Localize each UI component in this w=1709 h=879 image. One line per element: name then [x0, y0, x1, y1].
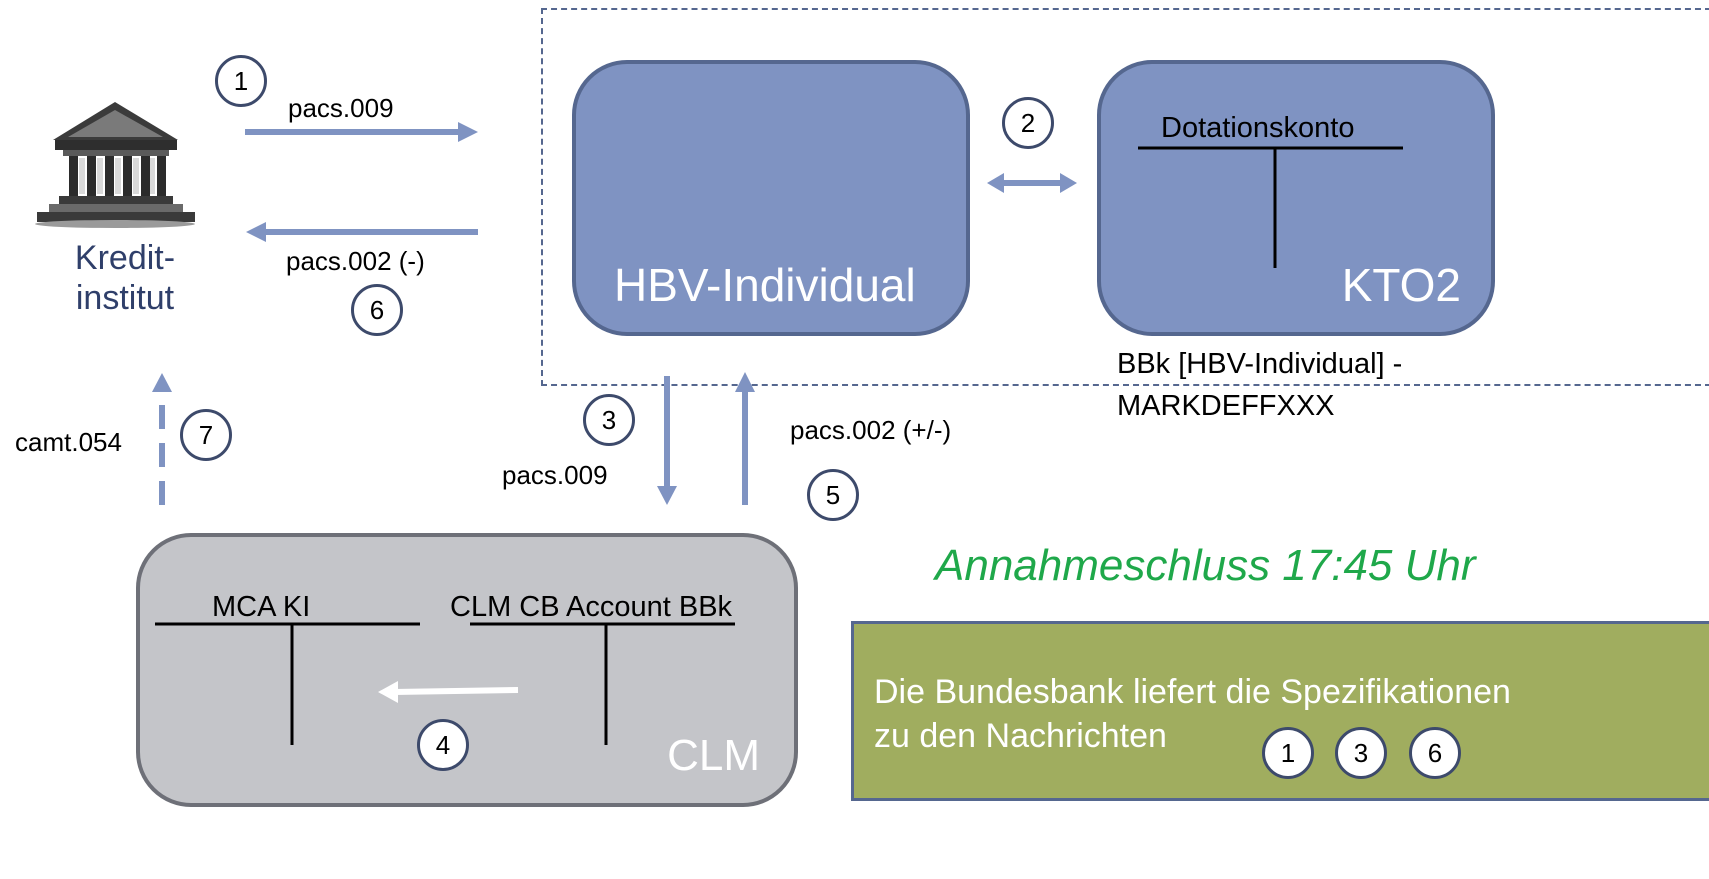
- arrow-hbv-kto2-left-head: [987, 173, 1004, 193]
- cutoff-time-text: Annahmeschluss 17:45 Uhr: [935, 541, 1476, 590]
- step-4-badge: 4: [417, 719, 469, 771]
- hbv-region-border: [541, 8, 1709, 386]
- label-pacs009-down: pacs.009: [502, 460, 608, 490]
- arrow-clm-internal-head: [378, 681, 398, 703]
- bbk-note-line2: MARKDEFFXXX: [1117, 390, 1335, 422]
- arrow-pacs002-to-bank-head: [246, 222, 266, 242]
- bank-label-line1: Kredit-: [74, 239, 176, 277]
- arrow-pacs009-to-clm-head: [657, 486, 677, 505]
- bbk-note-line1: BBk [HBV-Individual] -: [1117, 348, 1403, 380]
- bank-building-icon: [33, 100, 198, 230]
- info-badge-3: 3: [1335, 727, 1387, 779]
- clm-box: MCA KI CLM CB Account BBk CLM: [136, 533, 798, 807]
- arrow-clm-internal: [393, 687, 519, 695]
- label-pacs002-posneg: pacs.002 (+/-): [790, 415, 952, 445]
- arrow-camt054-to-bank-head: [152, 373, 172, 392]
- arrow-hbv-kto2-right-head: [1060, 173, 1077, 193]
- label-camt054: camt.054: [15, 427, 122, 457]
- step-7-badge: 7: [180, 409, 232, 461]
- clm-title: CLM: [667, 731, 760, 780]
- kto2-title: KTO2: [1341, 259, 1461, 311]
- step-6-badge: 6: [351, 284, 403, 336]
- kto2-box: Dotationskonto KTO2: [1097, 60, 1495, 336]
- label-pacs009-top: pacs.009: [288, 93, 394, 123]
- info-line1: Die Bundesbank liefert die Spezifikation…: [874, 673, 1511, 711]
- info-badge-6: 6: [1409, 727, 1461, 779]
- info-box: Die Bundesbank liefert die Spezifikation…: [851, 621, 1709, 801]
- hbv-individual-title: HBV-Individual: [614, 259, 916, 311]
- clm-cb-account-label: CLM CB Account BBk: [450, 591, 733, 623]
- hbv-individual-box: HBV-Individual: [572, 60, 970, 336]
- arrow-pacs009-to-hbv-head: [458, 122, 478, 142]
- info-badge-1: 1: [1262, 727, 1314, 779]
- info-line2: zu den Nachrichten: [874, 717, 1167, 755]
- arrow-pacs002-to-hbv-head: [735, 372, 755, 392]
- step-1-badge: 1: [215, 55, 267, 107]
- bank-label: Kredit- institut: [55, 238, 195, 318]
- bank-label-line2: institut: [75, 279, 175, 317]
- mca-ki-label: MCA KI: [212, 591, 311, 623]
- step-2-badge: 2: [1002, 97, 1054, 149]
- step-3-badge: 3: [583, 394, 635, 446]
- label-pacs002-neg: pacs.002 (-): [286, 246, 425, 276]
- step-5-badge: 5: [807, 469, 859, 521]
- dotationskonto-label: Dotationskonto: [1161, 112, 1355, 144]
